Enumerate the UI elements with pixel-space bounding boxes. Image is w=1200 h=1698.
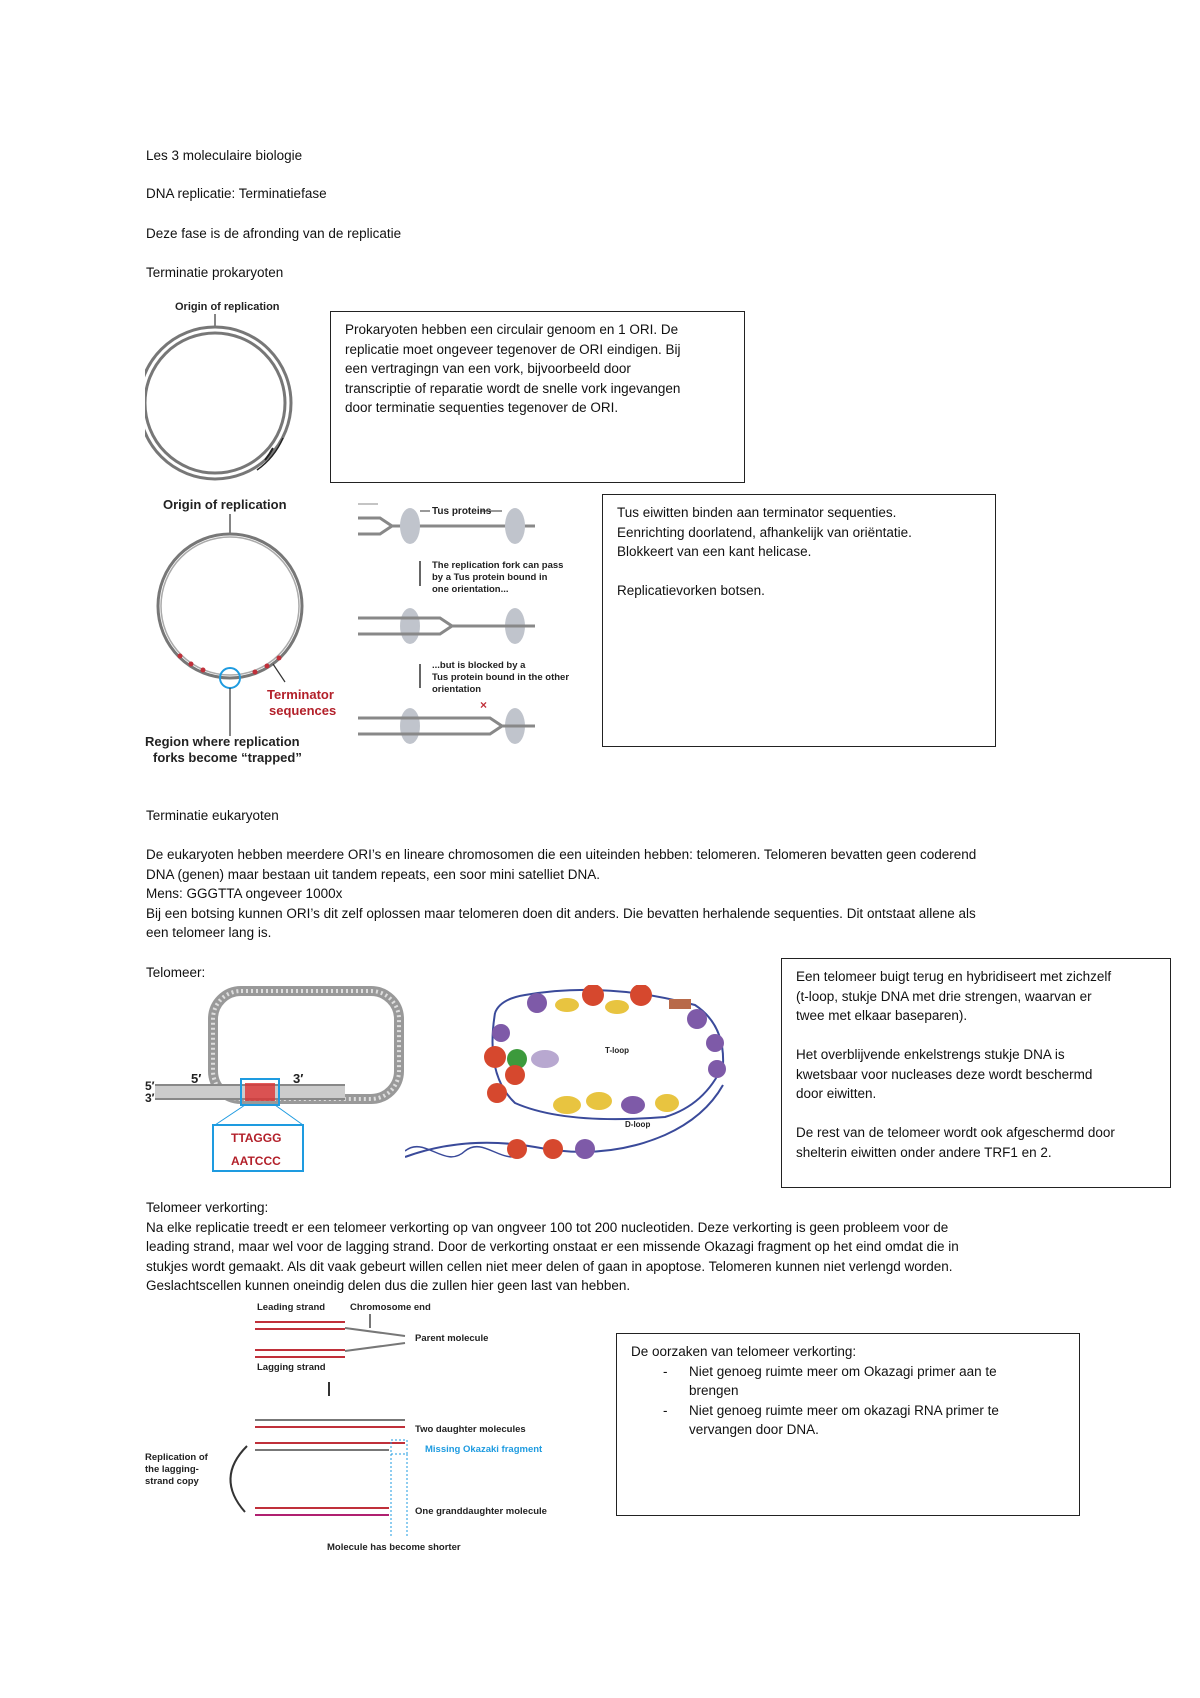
seq-top: TTAGGG (231, 1131, 281, 1145)
euk-paragraph-line: Bij een botsing kunnen ORI’s dit zelf op… (146, 905, 976, 921)
euk-paragraph-line: Mens: GGGTTA ongeveer 1000x (146, 886, 343, 901)
two-daughter-label: Two daughter molecules (415, 1424, 526, 1435)
box3-line: twee met elkaar baseparen). (796, 1008, 968, 1023)
box1-line: door terminatie sequenties tegenover de … (345, 400, 619, 415)
replication-label-1: Replication of (145, 1452, 209, 1463)
svg-text:×: × (480, 698, 487, 712)
box2-line: Replicatievorken botsen. (617, 583, 765, 598)
pass-label-3: one orientation... (432, 584, 509, 595)
pass-label-1: The replication fork can pass (432, 560, 563, 571)
tus-proteins-label: Tus proteins (432, 506, 492, 517)
block-label-3: orientation (432, 684, 481, 695)
box3-line: door eiwitten. (796, 1086, 877, 1101)
box1-line: een vertragingn van een vork, bijvoorbee… (345, 361, 631, 376)
box1-line: Prokaryoten hebben een circulair genoom … (345, 322, 679, 337)
terminator-label: Terminator (267, 687, 334, 702)
box1-line: transcriptie of reparatie wordt de snell… (345, 380, 681, 396)
end-5prime: 5′ (145, 1079, 155, 1093)
telomeer-label: Telomeer: (146, 965, 206, 980)
box2-line: Tus eiwitten binden aan terminator seque… (617, 505, 897, 520)
block-label-2: Tus protein bound in the other (432, 672, 569, 683)
end-3prime: 3′ (145, 1091, 155, 1105)
region-label-2: forks become “trapped” (153, 750, 302, 765)
shorter-label: Molecule has become shorter (327, 1542, 461, 1553)
parent-molecule-label: Parent molecule (415, 1333, 488, 1344)
euk-paragraph-line: een telomeer lang is. (146, 925, 272, 940)
list-item: Niet genoeg ruimte meer om okazagi RNA p… (631, 1401, 1009, 1440)
sequences-label: sequences (269, 703, 336, 718)
box3-line: (t-loop, stukje DNA met drie strengen, w… (796, 988, 1092, 1004)
subheading-verkorting: Telomeer verkorting: (146, 1200, 269, 1215)
verk-paragraph-line: leading strand, maar wel voor de lagging… (146, 1239, 959, 1254)
list-item: Niet genoeg ruimte meer om Okazagi prime… (631, 1362, 1009, 1401)
dloop-label: D-loop (625, 1120, 650, 1129)
subheading-eukaryoten: Terminatie eukaryoten (146, 808, 279, 823)
verk-paragraph-line: stukjes wordt gemaakt. Als dit vaak gebe… (146, 1258, 953, 1274)
lagging-strand-label: Lagging strand (257, 1362, 326, 1373)
oorzaken-list: Niet genoeg ruimte meer om Okazagi prime… (631, 1362, 1065, 1440)
verk-paragraph-line: Na elke replicatie treedt er een telomee… (146, 1219, 949, 1235)
label-5prime: 5′ (191, 1071, 201, 1086)
document-title: Les 3 moleculaire biologie (146, 148, 303, 163)
box3-line: Een telomeer buigt terug en hybridiseert… (796, 969, 1112, 984)
leading-strand-label: Leading strand (257, 1302, 325, 1313)
box2-line: Blokkeert van een kant helicase. (617, 544, 812, 559)
telomere-shortening-figure: Leading strand Chromosome end Parent mol… (145, 1302, 547, 1553)
box2-line: Eenrichting doorlatend, afhankelijk van … (617, 524, 912, 540)
pass-label-2: by a Tus protein bound in (432, 572, 548, 583)
granddaughter-label: One granddaughter molecule (415, 1506, 547, 1517)
label-3prime: 3′ (293, 1071, 303, 1086)
verk-paragraph-line: Geslachtscellen kunnen oneindig delen du… (146, 1278, 631, 1293)
region-label-1: Region where replication (145, 734, 300, 749)
box3-line: Het overblijvende enkelstrengs stukje DN… (796, 1047, 1065, 1062)
origin-label: Origin of replication (175, 301, 280, 313)
subheading-prokaryoten: Terminatie prokaryoten (146, 265, 284, 280)
euk-paragraph-line: De eukaryoten hebben meerdere ORI’s en l… (146, 847, 977, 862)
box3-line: kwetsbaar voor nucleases deze wordt besc… (796, 1066, 1093, 1082)
box3-line: shelterin eiwitten onder andere TRF1 en … (796, 1144, 1052, 1160)
tus-protein-figure: Tus proteins The replication fork can pa… (358, 503, 569, 744)
t-loop-figure: 5′ 3′ 5′ 3′ TTAGGG AATCCC (145, 986, 404, 1172)
origin-label-2: Origin of replication (163, 497, 287, 512)
textbox-telomeer: Een telomeer buigt terug en hybridiseert… (781, 958, 1171, 1188)
section-heading: DNA replicatie: Terminatiefase (146, 186, 327, 201)
textbox-prokaryoten: Prokaryoten hebben een circulair genoom … (330, 311, 745, 483)
circular-genome-figure: Origin of replication (145, 301, 293, 481)
seq-bottom: AATCCC (231, 1154, 281, 1168)
box3-line: De rest van de telomeer wordt ook afgesc… (796, 1125, 1115, 1140)
terminator-figure: Origin of replication Terminator sequenc… (145, 497, 336, 765)
box1-line: replicatie moet ongeveer tegenover de OR… (345, 341, 681, 357)
block-label-1: ...but is blocked by a (432, 660, 526, 671)
replication-label-3: strand copy (145, 1476, 200, 1487)
shelterin-figure: T-loop D-loop (405, 985, 726, 1159)
chromosome-end-label: Chromosome end (350, 1302, 431, 1313)
textbox-tus: Tus eiwitten binden aan terminator seque… (602, 494, 996, 747)
missing-okazaki-label: Missing Okazaki fragment (425, 1444, 543, 1455)
textbox-oorzaken: De oorzaken van telomeer verkorting: Nie… (616, 1333, 1080, 1516)
tloop-label: T-loop (605, 1046, 629, 1055)
intro-text: Deze fase is de afronding van de replica… (146, 226, 402, 241)
box4-title: De oorzaken van telomeer verkorting: (631, 1344, 857, 1359)
euk-paragraph-line: DNA (genen) maar bestaan uit tandem repe… (146, 866, 600, 882)
replication-label-2: the lagging- (145, 1464, 199, 1475)
